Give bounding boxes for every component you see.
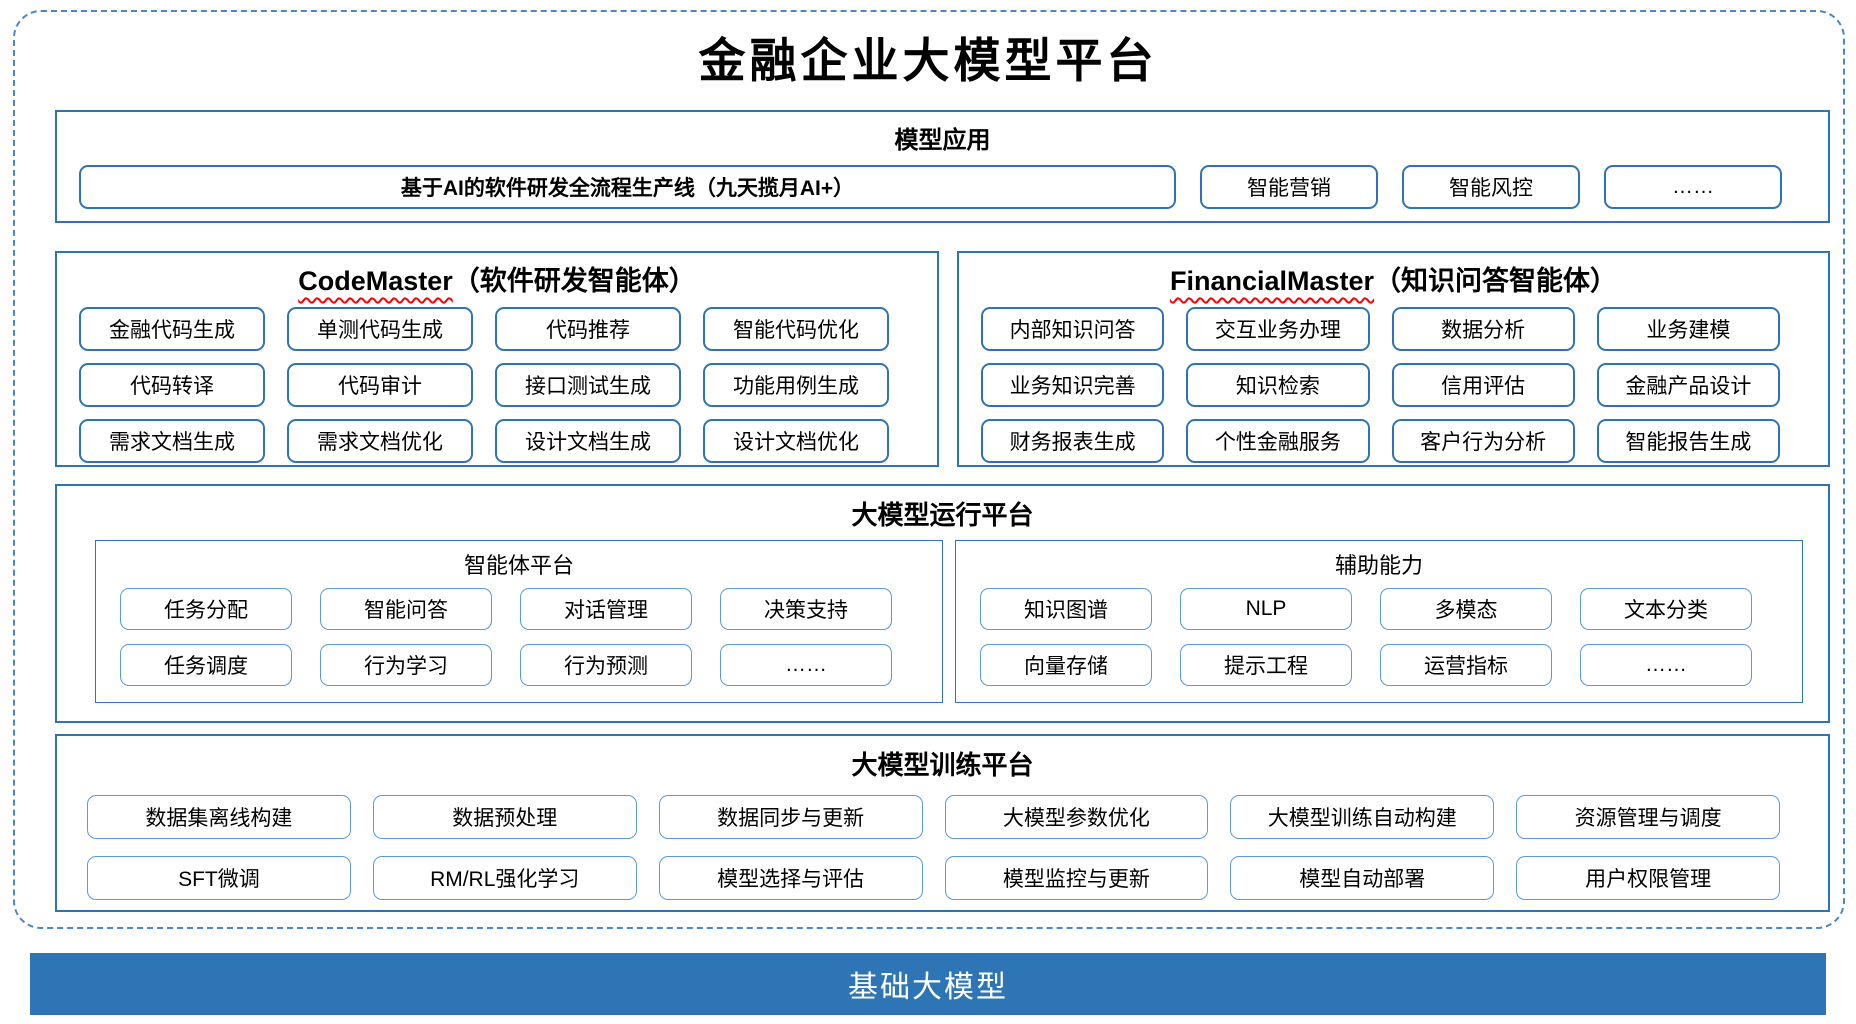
agent-platform-capability-box: 任务调度 bbox=[120, 644, 292, 686]
code-master-capability-box: 代码推荐 bbox=[495, 307, 681, 351]
financial-master-header: FinancialMaster（知识问答智能体） bbox=[959, 259, 1828, 298]
aux-capability-box: 运营指标 bbox=[1380, 644, 1552, 686]
financial-master-capability-box: 业务建模 bbox=[1596, 307, 1780, 351]
code-master-capability-box: 单测代码生成 bbox=[287, 307, 473, 351]
pipeline-box: 基于AI的软件研发全流程生产线（九天揽月AI+） bbox=[79, 165, 1176, 209]
model-apps-row: 基于AI的软件研发全流程生产线（九天揽月AI+） 智能营销智能风控 …… bbox=[57, 155, 1828, 209]
training-platform-header: 大模型训练平台 bbox=[851, 750, 1034, 780]
agent-platform-capability-box: 智能问答 bbox=[320, 588, 492, 630]
training-capability-box: 数据同步与更新 bbox=[658, 795, 923, 839]
training-capability-box: 大模型参数优化 bbox=[944, 795, 1209, 839]
aux-capabilities-header: 辅助能力 bbox=[1334, 553, 1423, 578]
runtime-platform-header: 大模型运行平台 bbox=[851, 500, 1034, 530]
base-model-label: 基础大模型 bbox=[848, 971, 1008, 1004]
code-master-capability-box: 需求文档生成 bbox=[79, 419, 265, 463]
model-app-box: 智能营销 bbox=[1200, 165, 1378, 209]
financial-master-capability-box: 智能报告生成 bbox=[1596, 419, 1780, 463]
training-capability-box: 模型监控与更新 bbox=[944, 856, 1209, 900]
code-master-grid: 金融代码生成单测代码生成代码推荐智能代码优化代码转译代码审计接口测试生成功能用例… bbox=[57, 298, 937, 463]
aux-capability-box: 多模态 bbox=[1380, 588, 1552, 630]
code-master-capability-box: 设计文档优化 bbox=[703, 419, 889, 463]
financial-master-capability-box: 数据分析 bbox=[1391, 307, 1575, 351]
financial-master-capability-box: 金融产品设计 bbox=[1596, 363, 1780, 407]
aux-capability-box: 提示工程 bbox=[1180, 644, 1352, 686]
financial-master-name: FinancialMaster bbox=[1169, 266, 1375, 296]
financial-master-grid: 内部知识问答交互业务办理数据分析业务建模业务知识完善知识检索信用评估金融产品设计… bbox=[959, 298, 1828, 463]
agent-platform-capability-box: 行为预测 bbox=[520, 644, 692, 686]
section-code-master: CodeMaster（软件研发智能体） 金融代码生成单测代码生成代码推荐智能代码… bbox=[55, 251, 939, 467]
model-apps-items: 智能营销智能风控 …… bbox=[1200, 165, 1782, 209]
code-master-capability-box: 接口测试生成 bbox=[495, 363, 681, 407]
training-capability-box: 模型选择与评估 bbox=[658, 856, 923, 900]
aux-capability-box: 向量存储 bbox=[980, 644, 1152, 686]
training-capability-box: RM/RL强化学习 bbox=[372, 856, 637, 900]
agent-platform-grid: 任务分配智能问答对话管理决策支持任务调度行为学习行为预测 …… bbox=[96, 580, 942, 686]
code-master-capability-box: 智能代码优化 bbox=[703, 307, 889, 351]
training-capability-box: SFT微调 bbox=[87, 856, 351, 900]
section-model-apps-header: 模型应用 bbox=[894, 127, 991, 154]
training-capability-box: 数据集离线构建 bbox=[87, 795, 351, 839]
financial-master-capability-box: 业务知识完善 bbox=[981, 363, 1165, 407]
training-capability-box: 资源管理与调度 bbox=[1516, 795, 1780, 839]
outer-dashed-border bbox=[13, 10, 1845, 929]
training-capability-box: 模型自动部署 bbox=[1230, 856, 1495, 900]
code-master-capability-box: 代码转译 bbox=[79, 363, 265, 407]
code-master-capability-box: 功能用例生成 bbox=[703, 363, 889, 407]
financial-master-capability-box: 交互业务办理 bbox=[1186, 307, 1370, 351]
training-capability-box: 大模型训练自动构建 bbox=[1230, 795, 1495, 839]
section-runtime-platform: 大模型运行平台 智能体平台 任务分配智能问答对话管理决策支持任务调度行为学习行为… bbox=[55, 484, 1830, 723]
aux-capability-box: 文本分类 bbox=[1580, 588, 1752, 630]
financial-master-subtitle: （知识问答智能体） bbox=[1374, 266, 1618, 296]
aux-capabilities-grid: 知识图谱 NLP 多模态文本分类向量存储提示工程运营指标 …… bbox=[956, 580, 1802, 686]
agent-platform-box: 智能体平台 任务分配智能问答对话管理决策支持任务调度行为学习行为预测 …… bbox=[95, 540, 943, 703]
code-master-header: CodeMaster（软件研发智能体） bbox=[57, 259, 937, 298]
agent-platform-header: 智能体平台 bbox=[463, 553, 574, 578]
training-capability-box: 数据预处理 bbox=[372, 795, 637, 839]
model-app-box: …… bbox=[1604, 165, 1782, 209]
financial-master-capability-box: 知识检索 bbox=[1186, 363, 1370, 407]
agent-platform-capability-box: 行为学习 bbox=[320, 644, 492, 686]
section-training-platform: 大模型训练平台 数据集离线构建数据预处理数据同步与更新大模型参数优化大模型训练自… bbox=[55, 734, 1830, 912]
training-capability-box: 用户权限管理 bbox=[1516, 856, 1780, 900]
aux-capability-box: …… bbox=[1580, 644, 1752, 686]
code-master-subtitle: （软件研发智能体） bbox=[452, 266, 696, 296]
code-master-capability-box: 需求文档优化 bbox=[287, 419, 473, 463]
agent-platform-capability-box: 决策支持 bbox=[720, 588, 892, 630]
base-model-bar: 基础大模型 bbox=[30, 953, 1826, 1015]
section-model-apps: 模型应用 基于AI的软件研发全流程生产线（九天揽月AI+） 智能营销智能风控 …… bbox=[55, 110, 1830, 223]
agent-platform-capability-box: 对话管理 bbox=[520, 588, 692, 630]
section-financial-master: FinancialMaster（知识问答智能体） 内部知识问答交互业务办理数据分… bbox=[957, 251, 1830, 467]
agent-platform-capability-box: …… bbox=[720, 644, 892, 686]
training-platform-grid: 数据集离线构建数据预处理数据同步与更新大模型参数优化大模型训练自动构建资源管理与… bbox=[57, 782, 1828, 900]
financial-master-capability-box: 信用评估 bbox=[1391, 363, 1575, 407]
diagram-title: 金融企业大模型平台 bbox=[698, 34, 1158, 89]
financial-master-capability-box: 个性金融服务 bbox=[1186, 419, 1370, 463]
code-master-capability-box: 设计文档生成 bbox=[495, 419, 681, 463]
financial-master-capability-box: 财务报表生成 bbox=[981, 419, 1165, 463]
agent-platform-capability-box: 任务分配 bbox=[120, 588, 292, 630]
financial-master-capability-box: 内部知识问答 bbox=[981, 307, 1165, 351]
aux-capability-box: 知识图谱 bbox=[980, 588, 1152, 630]
code-master-name: CodeMaster bbox=[298, 266, 453, 296]
aux-capabilities-box: 辅助能力 知识图谱 NLP 多模态文本分类向量存储提示工程运营指标 …… bbox=[955, 540, 1803, 703]
code-master-capability-box: 金融代码生成 bbox=[79, 307, 265, 351]
model-app-box: 智能风控 bbox=[1402, 165, 1580, 209]
aux-capability-box: NLP bbox=[1180, 588, 1352, 630]
financial-master-capability-box: 客户行为分析 bbox=[1391, 419, 1575, 463]
runtime-row: 智能体平台 任务分配智能问答对话管理决策支持任务调度行为学习行为预测 …… 辅助能… bbox=[95, 540, 1803, 703]
code-master-capability-box: 代码审计 bbox=[287, 363, 473, 407]
